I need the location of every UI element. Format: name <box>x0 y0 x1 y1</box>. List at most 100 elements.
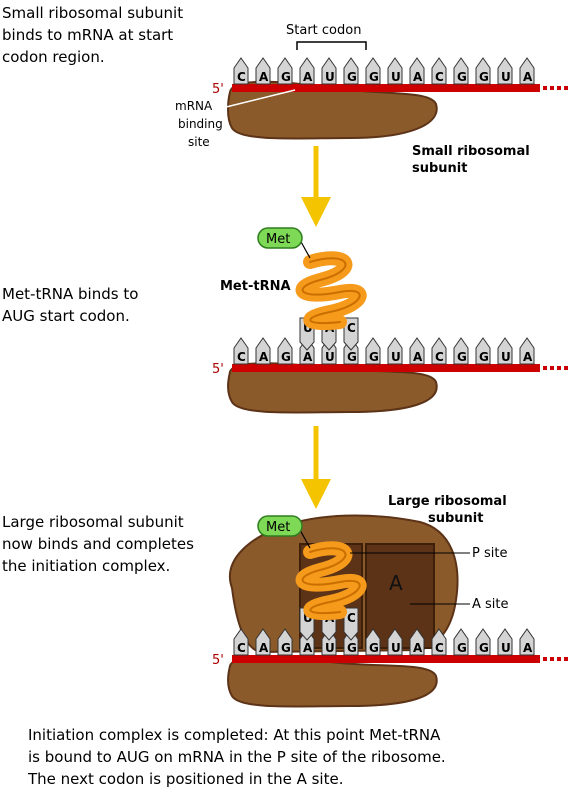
nucleotide <box>387 337 403 365</box>
anticodon-base-label: U <box>303 611 313 625</box>
start-codon-bracket <box>296 41 367 50</box>
nucleotide <box>387 628 403 656</box>
small-subunit-label-1: Small ribosomal <box>412 144 530 159</box>
met-link <box>299 529 311 549</box>
nucleotide <box>277 57 293 85</box>
nucleotide-base-label: A <box>413 70 423 84</box>
nucleotide-base-label: G <box>347 350 357 364</box>
met-link <box>299 239 311 259</box>
anticodon-base-label: U <box>303 321 313 335</box>
five-prime-label: 5' <box>212 82 224 97</box>
small-ribosomal-subunit <box>227 656 438 708</box>
nucleotide-base-label: A <box>413 350 423 364</box>
a-site-letter: A <box>389 571 403 595</box>
nucleotide <box>519 57 535 85</box>
nucleotide-base-label: U <box>391 70 401 84</box>
nucleotide-base-label: A <box>523 350 533 364</box>
nucleotide-base-label: A <box>303 350 313 364</box>
five-prime-label: 5' <box>212 653 224 668</box>
nucleotide-base-label: U <box>391 350 401 364</box>
nucleotide-base-label: G <box>479 350 489 364</box>
nucleotide-base-label: G <box>369 70 379 84</box>
nucleotide-base-label: G <box>347 641 357 655</box>
nucleotide <box>475 337 491 365</box>
anticodon-base-label: C <box>347 611 356 625</box>
anticodon-base-label: C <box>347 321 356 335</box>
met-tag-label: Met <box>266 232 290 247</box>
nucleotide <box>387 57 403 85</box>
met-trna-label: Met-tRNA <box>220 279 291 294</box>
nucleotide-base-label: A <box>259 70 269 84</box>
nucleotide <box>431 628 447 656</box>
a-site-label: A site <box>472 597 509 612</box>
nucleotide <box>255 57 271 85</box>
nucleotide-base-label: G <box>457 641 467 655</box>
nucleotide <box>255 337 271 365</box>
met-trna <box>295 541 367 621</box>
nucleotide-base-label: C <box>435 641 444 655</box>
nucleotide-base-label: A <box>259 350 269 364</box>
step1-caption: Small ribosomal subunit binds to mRNA at… <box>2 4 184 66</box>
small-subunit-label-2: subunit <box>412 161 467 176</box>
start-codon-label: Start codon <box>286 23 361 38</box>
nucleotide-base-label: G <box>479 70 489 84</box>
nucleotide-base-label: G <box>457 350 467 364</box>
mrna-strand <box>232 655 540 663</box>
nucleotide <box>453 628 469 656</box>
nucleotide <box>343 57 359 85</box>
nucleotide <box>453 57 469 85</box>
nucleotide <box>365 628 381 656</box>
five-prime-label: 5' <box>212 362 224 377</box>
mrna-binding-site-label-2: binding <box>178 117 223 131</box>
nucleotide <box>475 628 491 656</box>
nucleotide-base-label: C <box>435 350 444 364</box>
anticodon-nucleotide <box>343 607 359 641</box>
nucleotide <box>519 337 535 365</box>
p-site-label: P site <box>472 546 507 561</box>
met-tag <box>257 227 303 249</box>
step2-caption: Met-tRNA binds to AUG start codon. <box>2 285 139 325</box>
nucleotide-base-label: U <box>325 350 335 364</box>
nucleotide-base-label: G <box>347 70 357 84</box>
nucleotide-base-label: G <box>369 641 379 655</box>
nucleotide-base-label: U <box>325 641 335 655</box>
nucleotide <box>321 57 337 85</box>
nucleotide-base-label: A <box>413 641 423 655</box>
nucleotide-base-label: G <box>369 350 379 364</box>
nucleotide <box>497 57 513 85</box>
step3-caption: Large ribosomal subunit now binds and co… <box>2 513 194 575</box>
nucleotide <box>409 337 425 365</box>
mrna-binding-site-pointer <box>221 89 296 109</box>
nucleotide-base-label: A <box>303 641 313 655</box>
a-site <box>365 543 435 649</box>
nucleotide-base-label: C <box>435 70 444 84</box>
nucleotide <box>453 337 469 365</box>
met-tag-label: Met <box>266 520 290 535</box>
nucleotide <box>475 57 491 85</box>
nucleotide <box>431 337 447 365</box>
nucleotide <box>409 57 425 85</box>
nucleotide <box>233 57 249 85</box>
nucleotide-base-label: A <box>523 70 533 84</box>
nucleotide-base-label: A <box>303 70 313 84</box>
mrna-strand <box>232 84 540 92</box>
nucleotide <box>497 337 513 365</box>
nucleotide <box>365 337 381 365</box>
mrna-strand <box>232 364 540 372</box>
met-trna <box>295 251 367 331</box>
nucleotide-base-label: C <box>237 641 246 655</box>
nucleotide-base-label: G <box>479 641 489 655</box>
nucleotide-base-label: A <box>523 641 533 655</box>
nucleotide <box>277 337 293 365</box>
nucleotide <box>519 628 535 656</box>
nucleotide-base-label: G <box>281 350 291 364</box>
nucleotide-base-label: C <box>237 70 246 84</box>
nucleotide <box>277 628 293 656</box>
nucleotide-base-label: G <box>457 70 467 84</box>
